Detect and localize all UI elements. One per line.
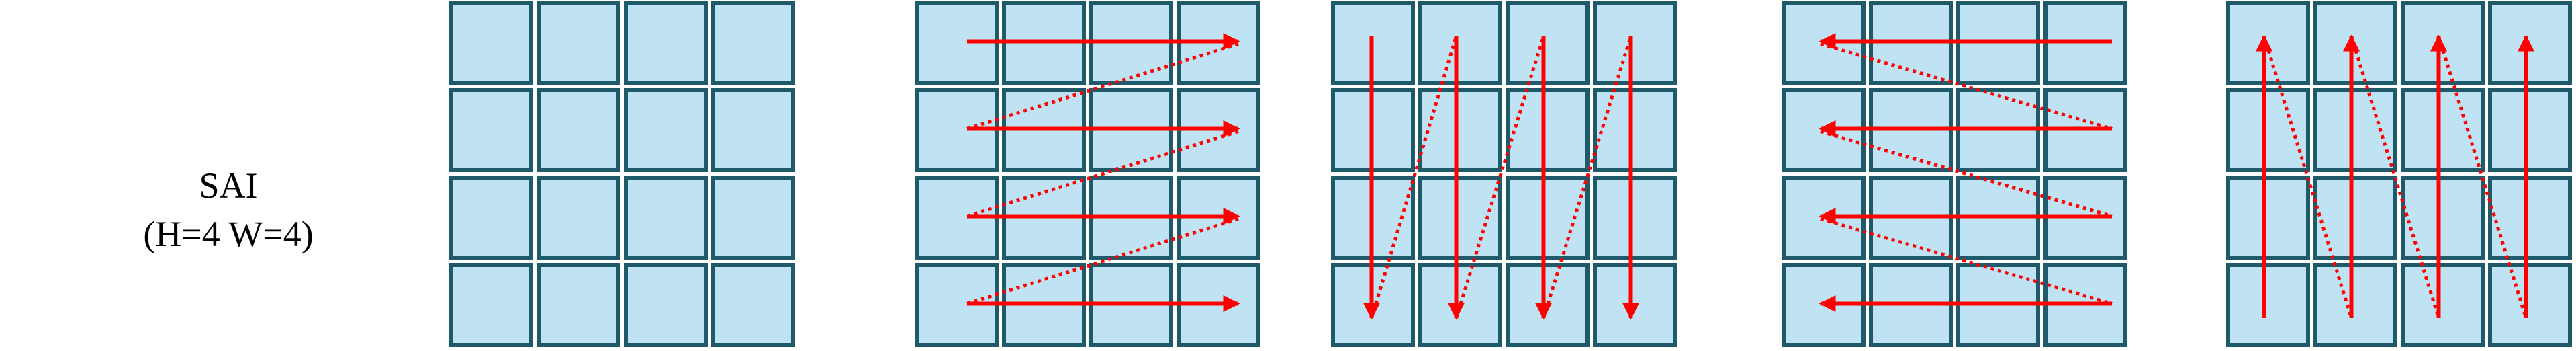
grid-cell xyxy=(2226,1,2310,85)
grid-cell xyxy=(711,263,795,347)
grid-cell xyxy=(2401,1,2485,85)
scan-transition xyxy=(966,217,1239,305)
grid-cell xyxy=(1593,176,1677,260)
scan-transition xyxy=(2437,36,2528,319)
panel-row-scan-right-to-left xyxy=(1782,1,2127,347)
grid-cell xyxy=(537,1,620,85)
scan-transition xyxy=(2350,36,2440,319)
grid-cell xyxy=(915,88,999,172)
grid-cell xyxy=(2488,263,2572,347)
panel-plain-grid xyxy=(449,1,795,347)
grid-cell xyxy=(1506,263,1590,347)
grid-cell xyxy=(2313,88,2397,172)
panel-column-scan-bottom-to-top xyxy=(2226,1,2572,347)
grid-cell xyxy=(449,88,533,172)
grid-cell xyxy=(1418,1,1502,85)
grid-cell xyxy=(711,1,795,85)
grid-cell xyxy=(2313,1,2397,85)
sai-label: SAI (H=4 W=4) xyxy=(81,161,376,258)
scan-transition xyxy=(1820,130,2113,218)
grid-cell xyxy=(2401,176,2485,260)
panel-column-scan-top-to-bottom xyxy=(1331,1,1677,347)
panel-row-scan-left-to-right xyxy=(915,1,1260,347)
scan-transition xyxy=(1370,36,1458,319)
grid-cell xyxy=(537,263,620,347)
scan-transition xyxy=(2262,36,2353,319)
grid-cell xyxy=(449,1,533,85)
grid-cell xyxy=(2488,1,2572,85)
grid-cell xyxy=(624,88,708,172)
grid-cell xyxy=(2313,176,2397,260)
grid-cell xyxy=(624,263,708,347)
grid-cell xyxy=(624,1,708,85)
grid-cell xyxy=(711,88,795,172)
grid-cell xyxy=(449,263,533,347)
grid-cell xyxy=(624,176,708,260)
grid-cell xyxy=(2401,263,2485,347)
grid-cell xyxy=(1506,88,1590,172)
scan-transition xyxy=(1455,36,1545,319)
grid-cell xyxy=(2488,88,2572,172)
grid-cell xyxy=(1506,1,1590,85)
grid-cell xyxy=(711,176,795,260)
grid-cell xyxy=(449,176,533,260)
grid-cell xyxy=(2226,88,2310,172)
grid-cell xyxy=(2226,263,2310,347)
sai-label-title: SAI xyxy=(199,165,258,206)
scan-transition xyxy=(966,42,1239,130)
scan-transition xyxy=(1820,217,2113,305)
grid-cell xyxy=(1418,263,1502,347)
grid-cell xyxy=(1593,263,1677,347)
scan-transition xyxy=(966,130,1239,218)
grid-cell xyxy=(2401,88,2485,172)
scan-transition xyxy=(1542,36,1632,319)
grid-cell xyxy=(2226,176,2310,260)
grid-cell xyxy=(1593,88,1677,172)
grid-cell xyxy=(2313,263,2397,347)
scan-transition xyxy=(1820,42,2113,130)
grid-cell xyxy=(2488,176,2572,260)
grid-cell xyxy=(537,176,620,260)
grid-cell xyxy=(537,88,620,172)
grid-cell xyxy=(1418,88,1502,172)
sai-label-dimensions: (H=4 W=4) xyxy=(143,214,314,254)
grid-cell xyxy=(1593,1,1677,85)
